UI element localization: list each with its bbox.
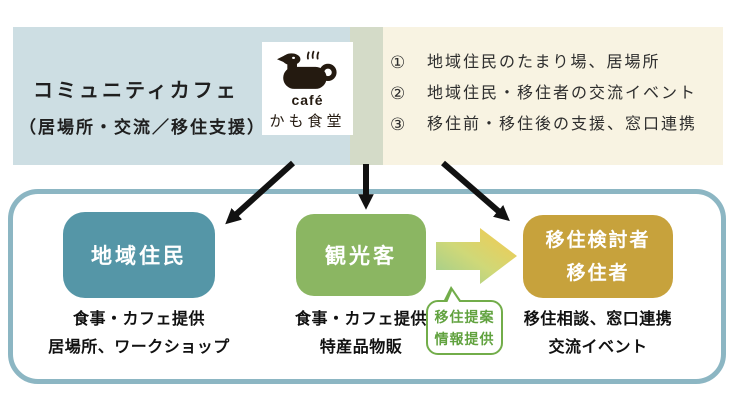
group-label: 地域住民 [91,245,187,268]
circled-number: ③ [390,115,406,134]
note-line: 交流イベント [548,339,648,356]
logo-cafe-label: café [291,92,324,108]
tourists-notes: 食事・カフェ提供 特産品物販 [276,306,446,362]
header-functions-panel: ① 地域住民のたまり場、居場所 ② 地域住民・移住者の交流イベント ③ 移住前・… [383,27,723,165]
note-line: 居場所、ワークショップ [48,339,230,356]
group-box-tourists: 観光客 [296,214,426,296]
header-divider-strip [350,27,383,165]
function-item: ③ 移住前・移住後の支援、窓口連携 [390,115,723,134]
note-line: 特産品物販 [319,339,403,356]
proposal-bubble: 移住提案 情報提供 [426,286,503,355]
note-line: 移住相談、窓口連携 [523,311,673,328]
circled-number: ① [390,53,406,72]
cafe-logo: café かも食堂 [262,42,353,135]
group-label-line2: 移住者 [566,262,630,284]
migrants-notes: 移住相談、窓口連携 交流イベント [493,306,703,362]
duck-icon [276,50,337,89]
residents-notes: 食事・カフェ提供 居場所、ワークショップ [29,306,249,362]
page-subtitle: （居場所・交流／移住支援） [19,118,266,137]
group-box-migrants: 移住検討者 移住者 [523,215,673,298]
function-text: 地域住民・移住者の交流イベント [427,85,698,102]
circled-number: ② [390,84,406,103]
group-label-line1: 移住検討者 [545,229,651,251]
group-box-residents: 地域住民 [63,212,215,298]
page-title: コミュニティカフェ [33,80,239,102]
note-line: 食事・カフェ提供 [72,311,205,328]
group-label: 観光客 [325,245,397,268]
bubble-line: 移住提案 [434,308,495,325]
function-item: ② 地域住民・移住者の交流イベント [390,84,723,103]
logo-name-label: かも食堂 [269,113,346,130]
bubble-line: 情報提供 [434,330,495,347]
note-line: 食事・カフェ提供 [294,311,427,328]
function-item: ① 地域住民のたまり場、居場所 [390,53,723,72]
function-text: 移住前・移住後の支援、窓口連携 [427,116,698,133]
function-text: 地域住民のたまり場、居場所 [427,54,661,71]
